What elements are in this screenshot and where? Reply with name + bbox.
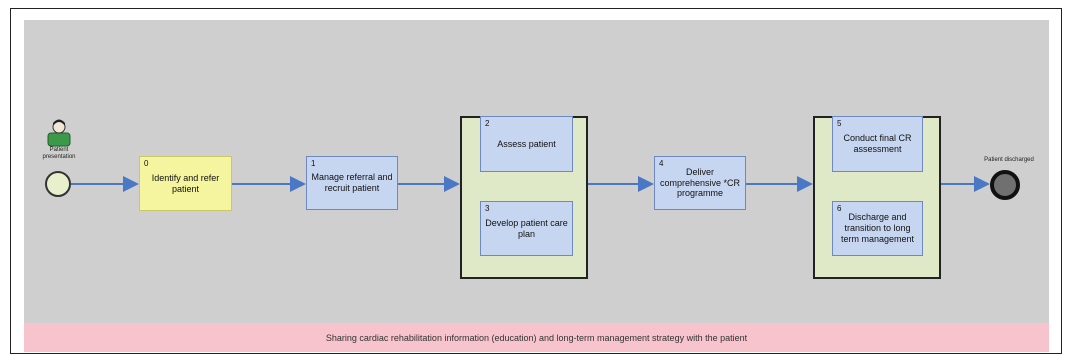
step-label: Develop patient care plan	[485, 217, 568, 239]
step-final-assessment[interactable]: 5 Conduct final CR assessment	[832, 116, 923, 172]
step-number: 1	[311, 159, 316, 168]
step-label: Conduct final CR assessment	[843, 133, 912, 154]
step-label: Assess patient	[497, 138, 556, 149]
end-label: Patient discharged	[984, 157, 1034, 163]
step-deliver-programme[interactable]: 4 Deliver comprehensive *CR programme	[654, 156, 746, 210]
step-develop-care-plan[interactable]: 3 Develop patient care plan	[480, 201, 573, 256]
step-number: 2	[485, 119, 490, 128]
step-manage-referral[interactable]: 1 Manage referral and recruit patient	[306, 156, 398, 210]
step-number: 0	[144, 159, 149, 168]
step-label: Identify and refer patient	[151, 172, 220, 194]
step-number: 5	[837, 119, 842, 128]
person-icon	[47, 119, 71, 147]
step-number: 6	[837, 204, 842, 213]
start-label: Patient presentation	[42, 147, 76, 160]
shared-info-banner: Sharing cardiac rehabilitation informati…	[24, 323, 1049, 352]
step-number: 4	[659, 159, 664, 168]
step-assess-patient[interactable]: 2 Assess patient	[480, 116, 573, 172]
start-event	[45, 171, 71, 197]
step-label: Manage referral and recruit patient	[311, 172, 393, 193]
banner-text: Sharing cardiac rehabilitation informati…	[325, 332, 748, 343]
step-label: Deliver comprehensive *CR programme	[659, 166, 741, 199]
step-number: 3	[485, 204, 490, 213]
step-discharge-transition[interactable]: 6 Discharge and transition to long term …	[832, 201, 923, 256]
end-event	[990, 170, 1020, 200]
step-identify-refer[interactable]: 0 Identify and refer patient	[139, 156, 232, 211]
step-label: Discharge and transition to long term ma…	[840, 212, 915, 244]
